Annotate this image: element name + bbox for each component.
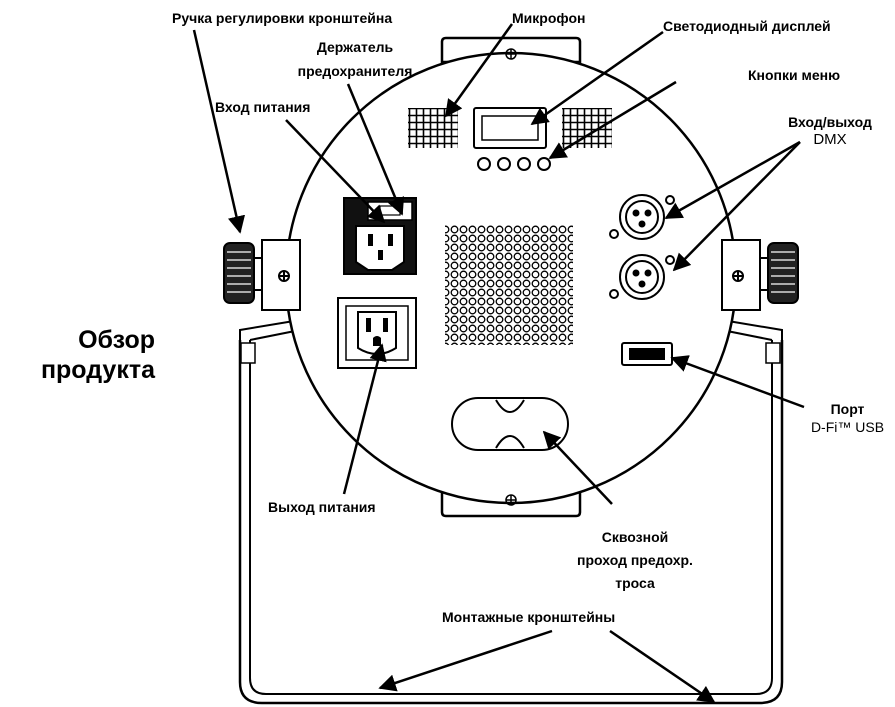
- housing-screws: [505, 48, 517, 506]
- overview-title-line2: продукта: [40, 356, 155, 384]
- dmx-output-connector: [609, 254, 675, 300]
- power-input-socket: [343, 197, 417, 275]
- label-fuse-holder-line2: предохранителя: [297, 63, 413, 79]
- microphone-grille-left: [408, 108, 458, 148]
- label-power-in: Вход питания: [215, 99, 311, 115]
- label-led-display: Светодиодный дисплей: [663, 18, 831, 34]
- safety-cable-passthrough: [451, 397, 569, 451]
- label-dmx: Вход/выход DMX: [770, 113, 890, 149]
- label-mounting-brackets: Монтажные кронштейны: [442, 609, 616, 625]
- label-usb-line1: Порт: [830, 401, 865, 417]
- label-power-out: Выход питания: [268, 499, 376, 515]
- label-dmx-line2: DMX: [813, 131, 847, 148]
- label-safety-line3: троса: [615, 575, 655, 591]
- bracket-bolts: [240, 342, 781, 364]
- dmx-input-connector: [609, 194, 675, 240]
- power-output-socket: [337, 297, 417, 369]
- label-usb-line2: D-Fi™ USB: [810, 419, 885, 435]
- mounting-bracket: [238, 319, 784, 705]
- label-menu-buttons: Кнопки меню: [748, 67, 841, 83]
- vent-grille: [445, 225, 573, 345]
- label-dmx-line1: Вход/выход: [788, 114, 872, 130]
- callout-arrows: [192, 23, 805, 704]
- usb-port: [621, 342, 673, 366]
- label-fuse-holder-line1: Держатель: [316, 39, 394, 55]
- right-side-plate: [721, 239, 761, 311]
- overview-title: Обзор продукта: [10, 325, 155, 385]
- menu-buttons: [477, 157, 551, 171]
- label-safety-line1: Сквозной: [601, 529, 669, 545]
- bracket-knob-left: [223, 242, 263, 304]
- label-fuse-holder: Держатель предохранителя: [270, 38, 440, 80]
- label-safety-line2: проход предохр.: [577, 552, 693, 568]
- label-bracket-knob: Ручка регулировки кронштейна: [172, 10, 393, 26]
- led-display: [473, 107, 547, 149]
- label-microphone: Микрофон: [512, 10, 586, 26]
- left-side-plate: [261, 239, 301, 311]
- overview-title-line1: Обзор: [78, 326, 155, 354]
- bracket-knob-right: [759, 242, 799, 304]
- label-usb-port: Порт D-Fi™ USB: [800, 400, 895, 436]
- label-safety-cable: Сквозной проход предохр. троса: [560, 528, 710, 592]
- microphone-grille-right: [562, 108, 612, 148]
